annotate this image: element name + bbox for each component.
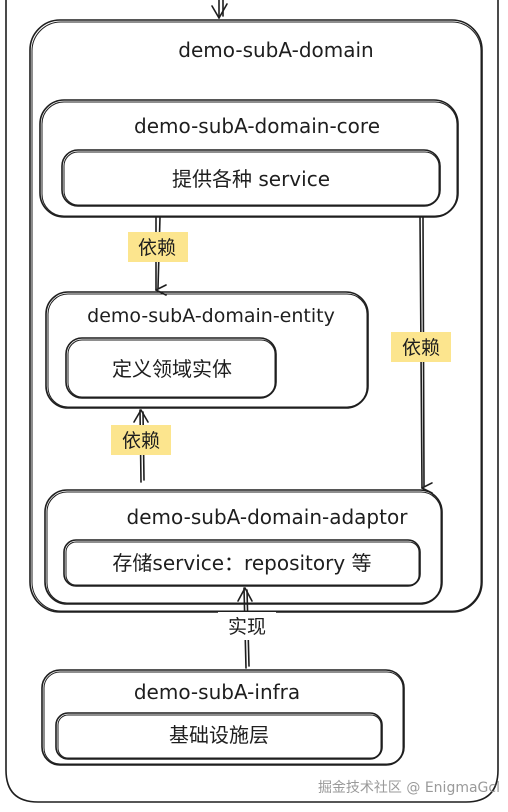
entity-inner-box [65,337,277,399]
core-node: demo-subA-domain-core 提供各种 service [39,99,459,218]
edge-core-to-entity-label: 依赖 [138,237,176,259]
edge-core-to-adaptor-label: 依赖 [402,337,440,359]
infra-box [41,669,405,766]
infra-inner-box [55,712,383,760]
core-inner-text: 提供各种 service [172,167,330,191]
infra-node: demo-subA-infra 基础设施层 [41,669,405,766]
outer-frame [5,0,499,803]
adaptor-inner-text: 存储service：repository 等 [112,551,371,575]
entity-inner-text: 定义领域实体 [112,357,232,381]
adaptor-label: demo-subA-domain-adaptor [127,505,409,529]
entity-label: demo-subA-domain-entity [87,305,335,327]
core-label: demo-subA-domain-core [134,114,380,138]
core-inner-box [61,149,441,207]
edge-adaptor-to-entity-label: 依赖 [122,430,160,452]
edge-adaptor-to-entity: 依赖 [111,409,171,483]
entity-node: demo-subA-domain-entity 定义领域实体 [45,291,369,409]
domain-label: demo-subA-domain [178,38,373,62]
edge-infra-to-adaptor-label: 实现 [228,616,266,638]
edge-core-to-adaptor: 依赖 [391,216,451,494]
top-incoming-arrow [211,0,228,19]
adaptor-inner-box [63,539,421,587]
watermark-text: 掘金技术社区 @ EnigmaGcl [318,780,500,796]
adaptor-node: demo-subA-domain-adaptor 存储service：repos… [44,489,443,605]
edge-core-to-entity: 依赖 [128,216,188,296]
infra-inner-text: 基础设施层 [169,723,269,747]
edge-infra-to-adaptor: 实现 [218,587,276,669]
infra-label: demo-subA-infra [134,680,300,704]
